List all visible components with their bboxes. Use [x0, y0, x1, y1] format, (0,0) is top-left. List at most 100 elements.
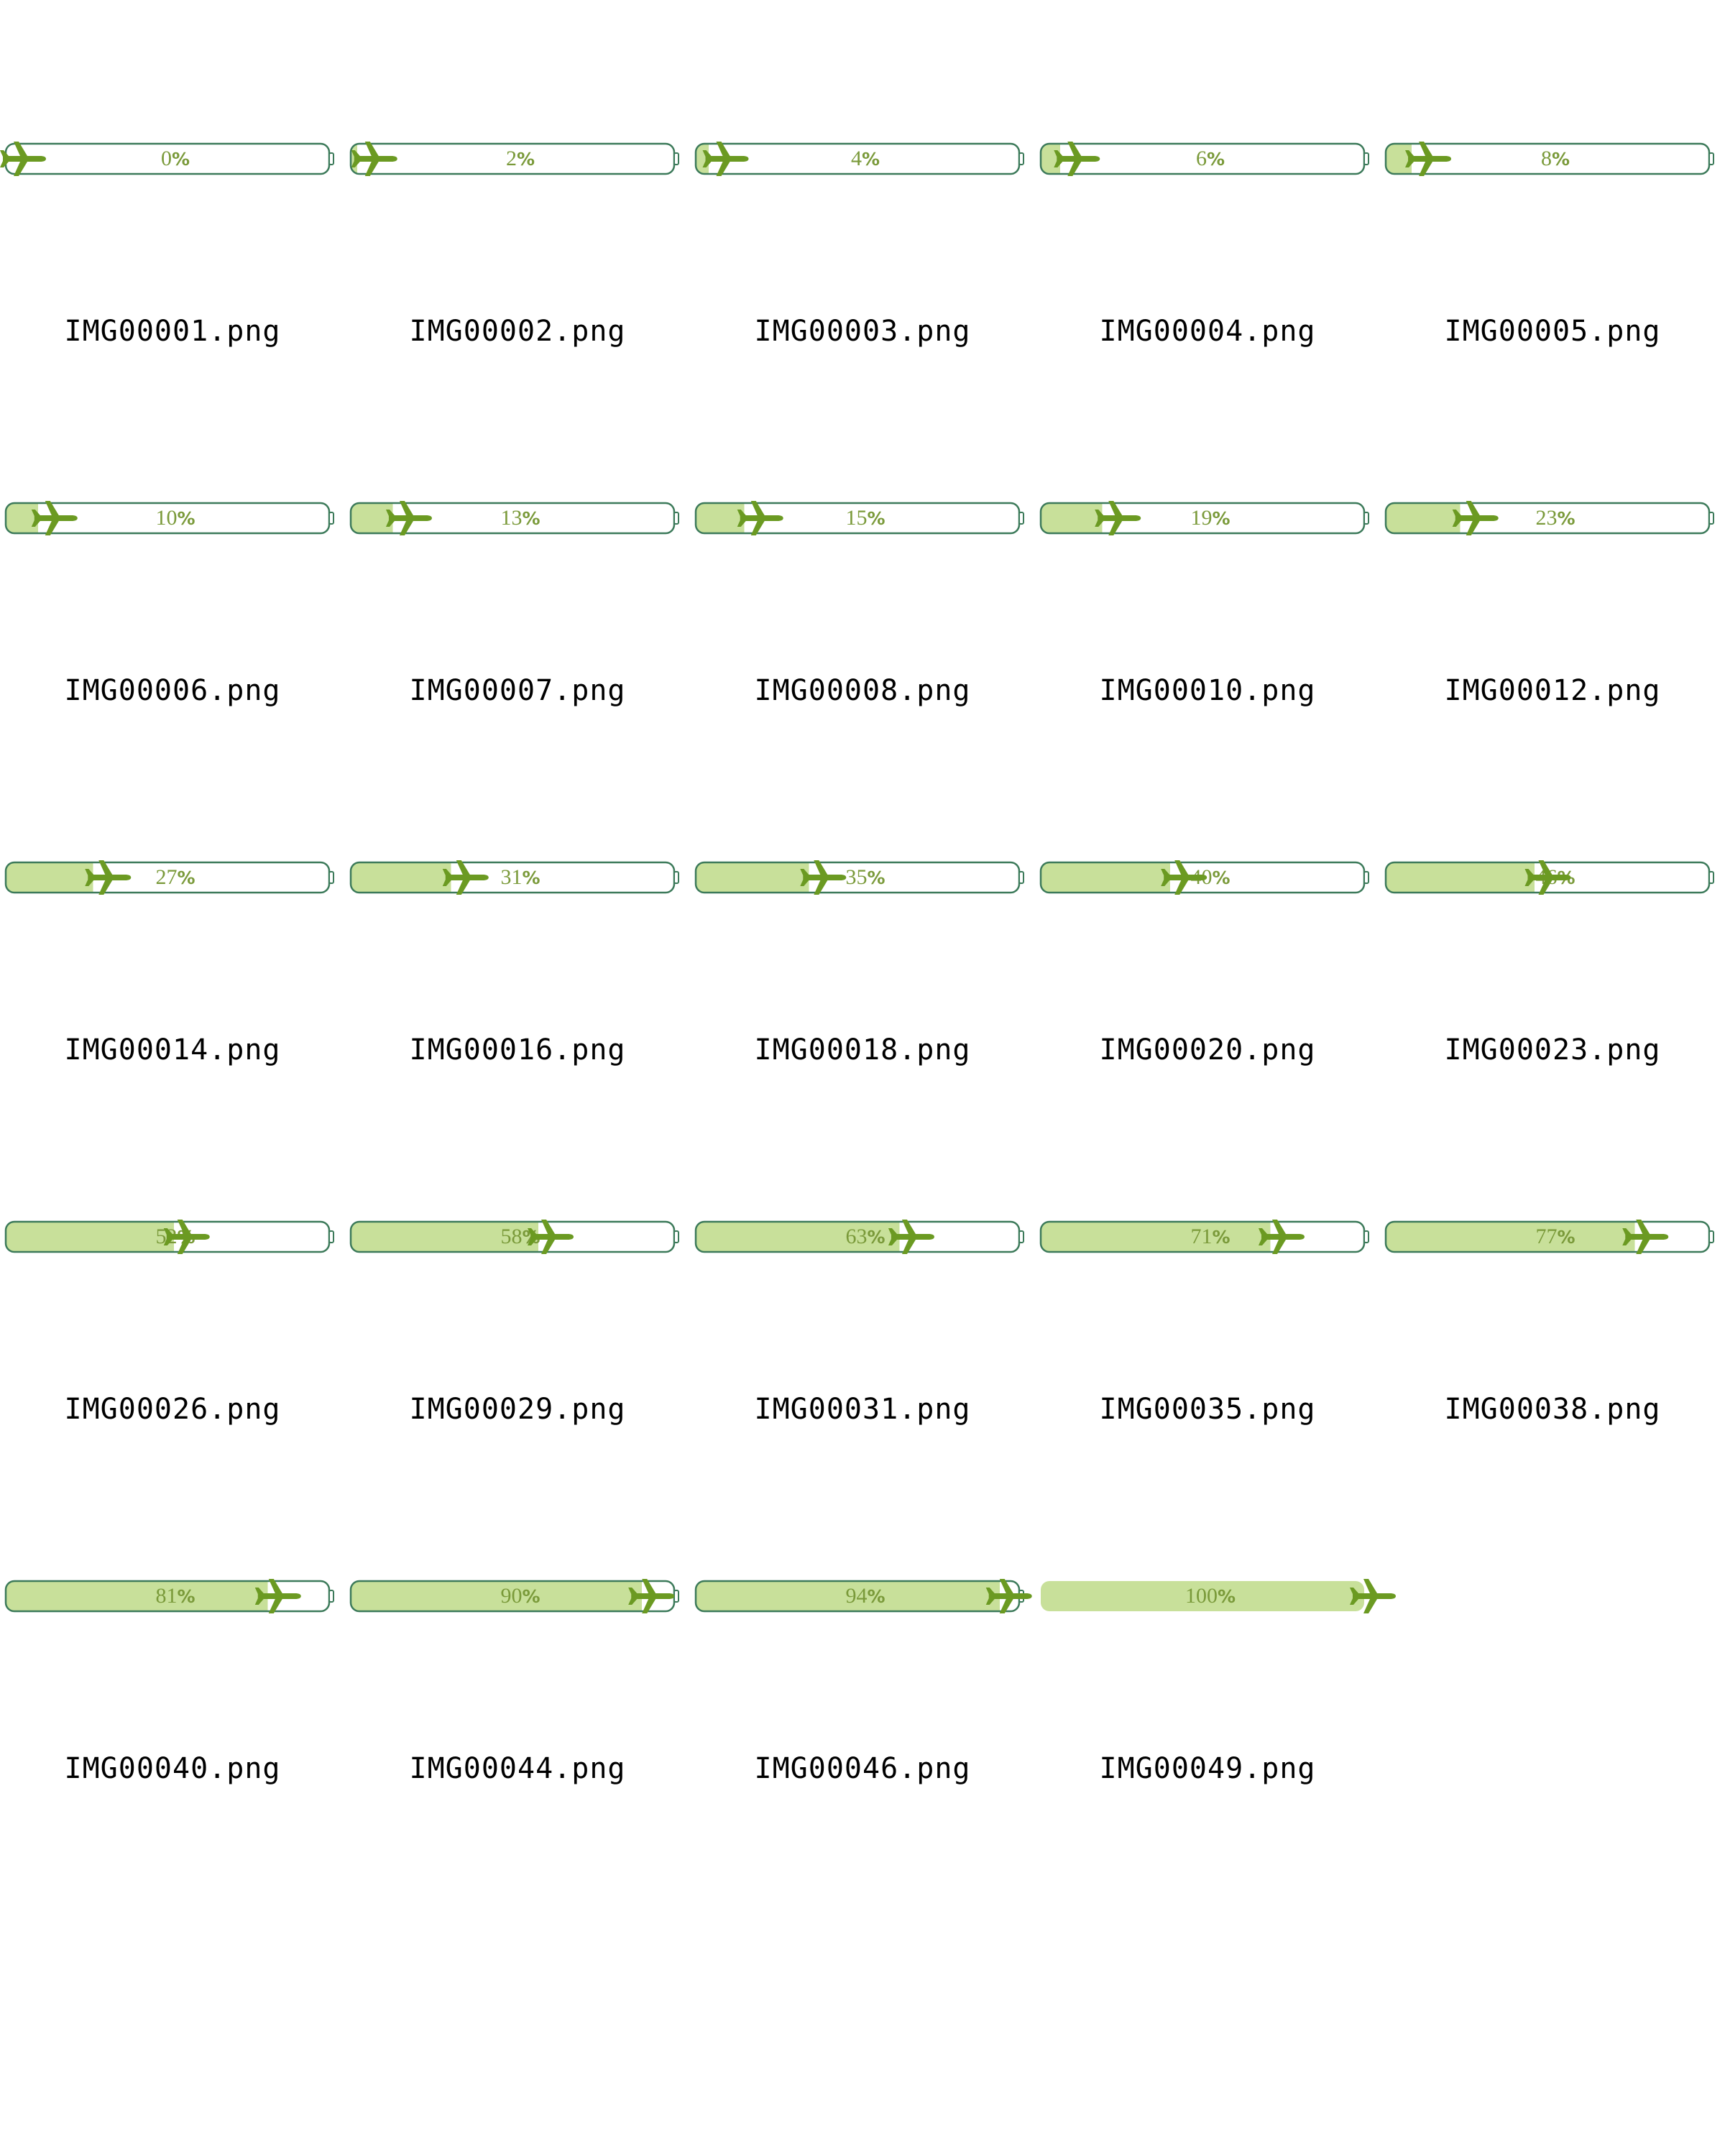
- progress-fill: [696, 1581, 1000, 1611]
- airplane-icon: [737, 501, 783, 535]
- percent-sign: %: [1212, 508, 1230, 529]
- percent-label: 77%: [1535, 1225, 1575, 1248]
- airplane-icon: [528, 1220, 574, 1254]
- thumbnail-item[interactable]: 6%IMG00004.png: [1035, 0, 1380, 359]
- airplane-icon: [0, 142, 46, 176]
- thumbnail-item[interactable]: 81%IMG00040.png: [0, 1437, 345, 1797]
- percent-label: 19%: [1190, 506, 1230, 530]
- thumbnail-item[interactable]: 2%IMG00002.png: [345, 0, 690, 359]
- percent-value: 19: [1190, 506, 1212, 530]
- progress-track: [696, 144, 1019, 174]
- progress-track: [1041, 144, 1364, 174]
- battery-cap: [328, 871, 334, 884]
- progress-track: [6, 144, 329, 174]
- percent-value: 81: [155, 1584, 177, 1608]
- progress-fill: [1041, 862, 1170, 893]
- percent-sign: %: [177, 867, 195, 888]
- thumbnail-item[interactable]: 10%IMG00006.png: [0, 359, 345, 719]
- thumbnail-item[interactable]: 35%IMG00018.png: [690, 719, 1035, 1078]
- airplane-icon: [85, 860, 132, 895]
- battery-cap: [673, 152, 679, 165]
- filename-label: IMG00026.png: [64, 1393, 281, 1426]
- thumbnail-item[interactable]: 40%IMG00020.png: [1035, 719, 1380, 1078]
- percent-sign: %: [522, 867, 540, 888]
- percent-sign: %: [177, 1586, 195, 1607]
- thumbnail-item[interactable]: 31%IMG00016.png: [345, 719, 690, 1078]
- battery-cap: [328, 1590, 334, 1603]
- battery-cap: [1363, 1230, 1369, 1243]
- thumbnail-item[interactable]: 27%IMG00014.png: [0, 719, 345, 1078]
- thumbnail-item[interactable]: 94%IMG00046.png: [690, 1437, 1035, 1797]
- thumbnail-item[interactable]: 90%IMG00044.png: [345, 1437, 690, 1797]
- thumbnail-item[interactable]: 52%IMG00026.png: [0, 1078, 345, 1437]
- percent-sign: %: [862, 149, 880, 170]
- filename-label: IMG00008.png: [754, 674, 971, 707]
- airplane-icon: [628, 1579, 675, 1613]
- progress-fill: [6, 503, 38, 533]
- progress-bar-preview: 2%: [348, 141, 684, 177]
- thumbnail-item[interactable]: 63%IMG00031.png: [690, 1078, 1035, 1437]
- percent-sign: %: [1207, 149, 1225, 170]
- filename-label: IMG00023.png: [1444, 1033, 1661, 1067]
- percent-label: 13%: [500, 506, 540, 530]
- percent-label: 23%: [1535, 506, 1575, 530]
- thumbnail-item[interactable]: 8%IMG00005.png: [1380, 0, 1725, 359]
- battery-cap: [1708, 152, 1714, 165]
- percent-label: 94%: [845, 1584, 885, 1608]
- battery-cap: [1708, 1230, 1714, 1243]
- progress-track: [351, 144, 674, 174]
- filename-label: IMG00005.png: [1444, 315, 1661, 348]
- percent-value: 94: [845, 1584, 867, 1608]
- thumbnail-item[interactable]: 4% IMG00003.png: [690, 0, 1035, 359]
- filename-label: IMG00003.png: [754, 315, 971, 348]
- airplane-icon: [385, 501, 432, 535]
- thumbnail-item[interactable]: 15% IMG00008.png: [690, 359, 1035, 719]
- percent-value: 8: [1541, 147, 1552, 170]
- percent-value: 35: [845, 865, 867, 889]
- filename-label: IMG00007.png: [409, 674, 626, 707]
- percent-value: 10: [155, 506, 177, 530]
- percent-value: 71: [1190, 1225, 1212, 1248]
- progress-track: [1041, 503, 1364, 533]
- thumbnail-item[interactable]: 58%IMG00029.png: [345, 1078, 690, 1437]
- progress-bar-preview: 27%: [3, 860, 339, 895]
- battery-cap: [1708, 512, 1714, 525]
- thumbnail-item[interactable]: 19%IMG00010.png: [1035, 359, 1380, 719]
- thumbnail-item[interactable]: 46%IMG00023.png: [1380, 719, 1725, 1078]
- airplane-icon: [1054, 142, 1100, 176]
- thumbnail-item[interactable]: 71%IMG00035.png: [1035, 1078, 1380, 1437]
- thumbnail-item[interactable]: 77%IMG00038.png: [1380, 1078, 1725, 1437]
- airplane-icon: [888, 1220, 934, 1254]
- filename-label: IMG00001.png: [64, 315, 281, 348]
- thumbnail-item[interactable]: 13% IMG00007.png: [345, 359, 690, 719]
- percent-sign: %: [867, 867, 885, 888]
- percent-label: 10%: [155, 506, 195, 530]
- percent-value: 6: [1196, 147, 1207, 170]
- percent-label: 0%: [161, 147, 190, 170]
- progress-track: [6, 503, 329, 533]
- progress-bar-preview: 35%: [693, 860, 1029, 895]
- percent-sign: %: [172, 149, 190, 170]
- progress-bar-preview: 100%: [1038, 1578, 1396, 1614]
- progress-fill: [696, 1222, 900, 1252]
- percent-label: 2%: [506, 147, 535, 170]
- progress-fill: [6, 862, 93, 893]
- percent-value: 23: [1535, 506, 1557, 530]
- thumbnail-item[interactable]: 100%IMG00049.png: [1035, 1437, 1396, 1797]
- thumbnail-item[interactable]: 0% IMG00001.png: [0, 0, 345, 359]
- percent-label: 4%: [851, 147, 880, 170]
- percent-sign: %: [867, 1227, 885, 1248]
- progress-fill: [351, 1581, 642, 1611]
- battery-cap: [1018, 152, 1024, 165]
- percent-label: 63%: [845, 1225, 885, 1248]
- progress-fill: [696, 503, 745, 533]
- progress-fill: [1041, 1222, 1271, 1252]
- thumbnail-item[interactable]: 23%IMG00012.png: [1380, 359, 1725, 719]
- progress-bar-preview: 19%: [1038, 500, 1374, 536]
- percent-sign: %: [517, 149, 535, 170]
- percent-value: 31: [500, 865, 522, 889]
- percent-label: 35%: [845, 865, 885, 889]
- airplane-icon: [1258, 1220, 1305, 1254]
- progress-fill: [351, 503, 393, 533]
- percent-label: 15%: [845, 506, 885, 530]
